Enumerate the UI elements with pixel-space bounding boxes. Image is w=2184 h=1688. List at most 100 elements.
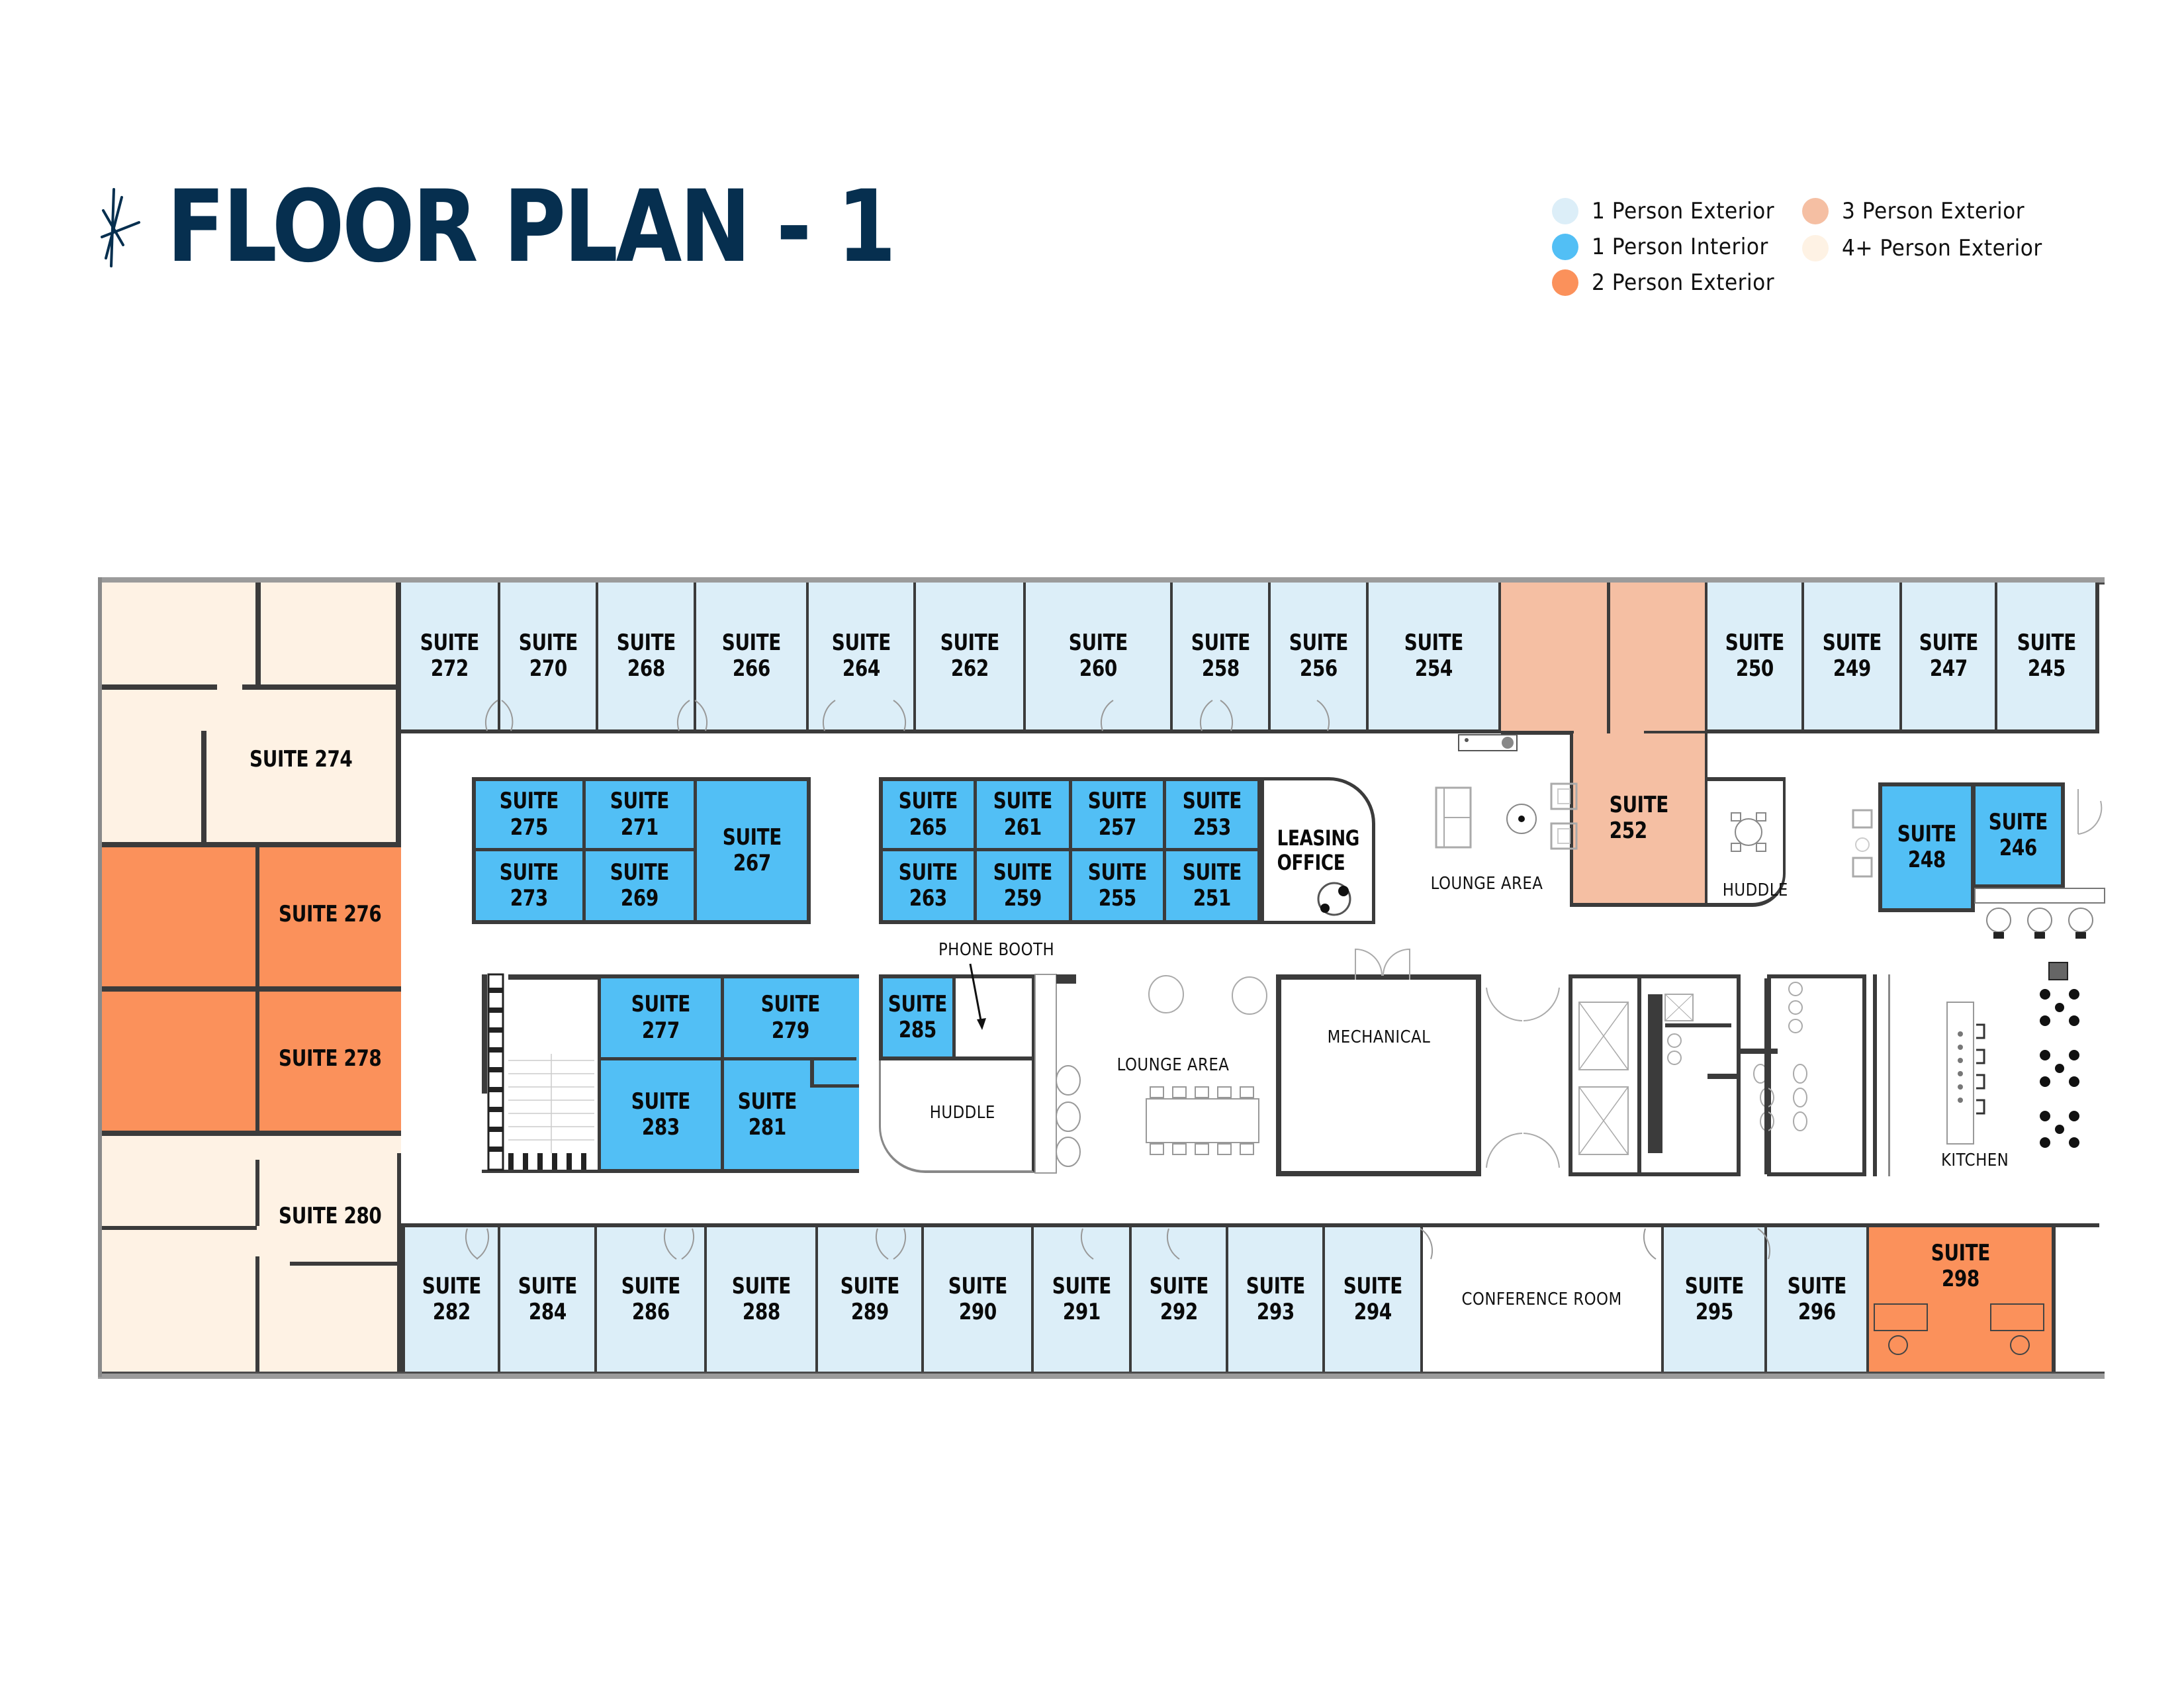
suite-288[interactable]: SUITE 288 bbox=[707, 1227, 818, 1372]
exterior-wall-bottom bbox=[98, 1372, 2105, 1379]
legend-swatch bbox=[1552, 198, 1578, 224]
exterior-wall-left bbox=[98, 577, 102, 1377]
suite-267[interactable]: SUITE 267 bbox=[697, 781, 807, 920]
suite-249[interactable]: SUITE 249 bbox=[1804, 583, 1902, 733]
legend-item-4-plus-person-exterior: 4+ Person Exterior bbox=[1802, 230, 2060, 266]
legend-item-3-person-exterior: 3 Person Exterior bbox=[1802, 193, 2040, 229]
wall bbox=[102, 986, 401, 992]
wall bbox=[255, 845, 259, 989]
legend-swatch bbox=[1552, 269, 1578, 296]
huddle-room-left[interactable] bbox=[879, 1060, 1035, 1173]
suite-290[interactable]: SUITE 290 bbox=[924, 1227, 1034, 1372]
wall bbox=[102, 684, 217, 690]
mechanical-room: MECHANICAL bbox=[1276, 974, 1481, 1176]
suite-272[interactable]: SUITE 272 bbox=[401, 583, 500, 733]
starburst-icon bbox=[101, 188, 140, 267]
suite-label-274: SUITE 274 bbox=[250, 746, 353, 773]
restroom-fixtures-icon bbox=[1648, 978, 1807, 1174]
suite-291[interactable]: SUITE 291 bbox=[1034, 1227, 1132, 1372]
kitchen-label: KITCHEN bbox=[1940, 1150, 2009, 1170]
suite-label-278: SUITE 278 bbox=[279, 1045, 382, 1072]
conference-room[interactable]: CONFERENCE ROOM bbox=[1423, 1227, 1664, 1372]
suite-271[interactable]: SUITE 271 bbox=[586, 781, 697, 851]
suite-298[interactable]: SUITE 298 bbox=[1869, 1227, 2056, 1372]
double-door-icon bbox=[1355, 948, 1410, 980]
phone-booth-label: PHONE BOOTH bbox=[938, 940, 1055, 960]
door-swings-icon bbox=[465, 700, 1770, 1260]
suite-275[interactable]: SUITE 275 bbox=[476, 781, 586, 851]
kitchen-counter-wall bbox=[1873, 974, 1890, 1176]
legend-label: 2 Person Exterior bbox=[1592, 269, 1775, 296]
suite-281[interactable]: SUITE 281 bbox=[724, 1060, 810, 1169]
suite-253[interactable]: SUITE 253 bbox=[1166, 781, 1257, 851]
suite-277[interactable]: SUITE 277 bbox=[601, 978, 724, 1060]
round-table-icon bbox=[1731, 812, 1766, 852]
suite-296[interactable]: SUITE 296 bbox=[1767, 1227, 1869, 1372]
wall bbox=[396, 583, 401, 847]
suite-247[interactable]: SUITE 247 bbox=[1902, 583, 1997, 733]
wall bbox=[255, 989, 259, 1133]
kitchen-island-icon bbox=[1946, 1002, 1985, 1145]
suite-292[interactable]: SUITE 292 bbox=[1132, 1227, 1228, 1372]
suite-276[interactable] bbox=[102, 845, 401, 989]
suite-label-280: SUITE 280 bbox=[279, 1203, 382, 1230]
suite-252-lower[interactable]: SUITE 252 bbox=[1570, 733, 1707, 907]
wall bbox=[255, 1256, 259, 1372]
suite-285[interactable]: SUITE 285 bbox=[879, 974, 956, 1060]
suite-268[interactable]: SUITE 268 bbox=[598, 583, 696, 733]
suite-263[interactable]: SUITE 263 bbox=[883, 851, 977, 920]
suite-250[interactable]: SUITE 250 bbox=[1707, 583, 1804, 733]
suite-274[interactable] bbox=[102, 583, 401, 845]
elevators bbox=[1569, 974, 1641, 1176]
suite-262[interactable]: SUITE 262 bbox=[916, 583, 1026, 733]
wall bbox=[1607, 583, 1610, 733]
suite-279[interactable]: SUITE 279 bbox=[724, 978, 856, 1060]
bar-stools-icon bbox=[1974, 888, 2105, 939]
legend-label: 1 Person Interior bbox=[1592, 234, 1768, 260]
suite-280[interactable] bbox=[102, 1133, 401, 1372]
suite-270[interactable]: SUITE 270 bbox=[500, 583, 598, 733]
suite-278[interactable] bbox=[102, 989, 401, 1133]
suite-257[interactable]: SUITE 257 bbox=[1072, 781, 1166, 851]
suite-286[interactable]: SUITE 286 bbox=[597, 1227, 707, 1372]
suite-261[interactable]: SUITE 261 bbox=[977, 781, 1072, 851]
suite-259[interactable]: SUITE 259 bbox=[977, 851, 1072, 920]
suite-248[interactable]: SUITE 248 bbox=[1878, 782, 1975, 912]
double-door-icon bbox=[1486, 1133, 1560, 1168]
page-header: FLOOR PLAN - 1 bbox=[99, 177, 1013, 277]
suite-265[interactable]: SUITE 265 bbox=[883, 781, 977, 851]
suite-256[interactable]: SUITE 256 bbox=[1271, 583, 1369, 733]
wall bbox=[242, 684, 401, 690]
elevator-icon bbox=[1578, 1002, 1629, 1155]
suite-269[interactable]: SUITE 269 bbox=[586, 851, 697, 920]
suite-245[interactable]: SUITE 245 bbox=[1997, 583, 2099, 733]
suite-246[interactable]: SUITE 246 bbox=[1972, 782, 2065, 888]
huddle-room-right[interactable] bbox=[1707, 777, 1786, 907]
counter-icon bbox=[1458, 734, 1518, 751]
legend: 1 Person Exterior 1 Person Interior 2 Pe… bbox=[1552, 193, 2081, 306]
suite-254[interactable]: SUITE 254 bbox=[1369, 583, 1501, 733]
suite-289[interactable]: SUITE 289 bbox=[818, 1227, 924, 1372]
suite-284[interactable]: SUITE 284 bbox=[500, 1227, 597, 1372]
page-title: FLOOR PLAN - 1 bbox=[167, 169, 896, 285]
door-swing-icon bbox=[2077, 789, 2103, 835]
suite-295[interactable]: SUITE 295 bbox=[1664, 1227, 1767, 1372]
phone-booth[interactable] bbox=[956, 974, 1035, 1060]
suite-252[interactable] bbox=[1501, 583, 1707, 733]
suite-251[interactable]: SUITE 251 bbox=[1166, 851, 1257, 920]
dining-tables-icon bbox=[2040, 962, 2079, 1148]
legend-swatch bbox=[1552, 234, 1578, 260]
suite-258[interactable]: SUITE 258 bbox=[1173, 583, 1271, 733]
suite-255[interactable]: SUITE 255 bbox=[1072, 851, 1166, 920]
suite-283[interactable]: SUITE 283 bbox=[601, 1060, 724, 1169]
suite-266[interactable]: SUITE 266 bbox=[696, 583, 809, 733]
huddle-left-label: HUDDLE bbox=[929, 1103, 995, 1123]
wall bbox=[255, 583, 261, 690]
wall bbox=[810, 1084, 859, 1088]
sofa-icon bbox=[1435, 786, 1472, 849]
suite-294[interactable]: SUITE 294 bbox=[1325, 1227, 1423, 1372]
legend-label: 4+ Person Exterior bbox=[1842, 235, 2042, 261]
suite-273[interactable]: SUITE 273 bbox=[476, 851, 586, 920]
suite-293[interactable]: SUITE 293 bbox=[1228, 1227, 1325, 1372]
suite-260[interactable]: SUITE 260 bbox=[1026, 583, 1173, 733]
